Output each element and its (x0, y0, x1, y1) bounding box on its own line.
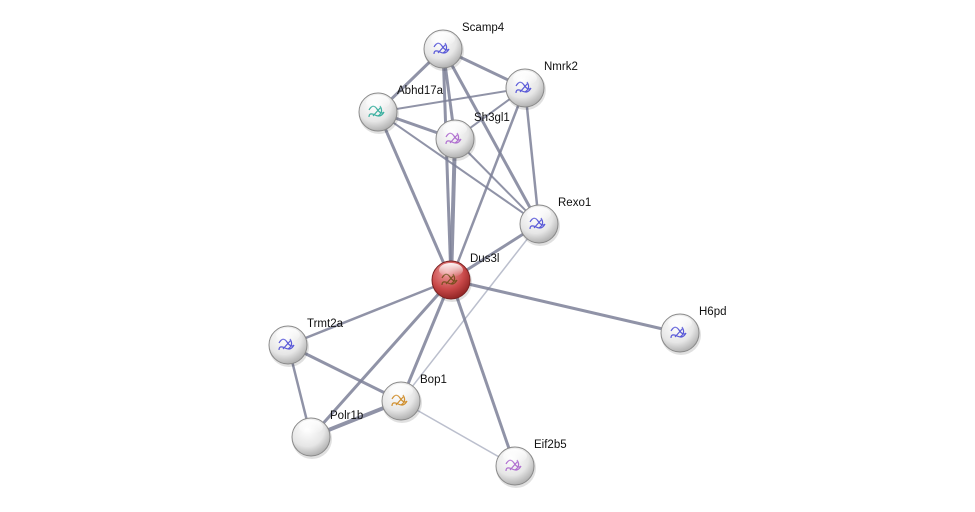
node-nmrk2[interactable]: Nmrk2 (505, 61, 578, 110)
node-highlight (668, 316, 692, 330)
edge-dus3l-h6pd[interactable] (450, 278, 681, 335)
node-highlight (431, 32, 455, 46)
node-highlight (527, 207, 551, 221)
node-label: Abhd17a (397, 85, 444, 97)
node-label: Nmrk2 (544, 61, 578, 73)
node-label: Eif2b5 (534, 439, 567, 451)
edge-sh3gl1-rexo1[interactable] (454, 138, 540, 225)
edge-scamp4-rexo1[interactable] (441, 48, 541, 225)
node-highlight (443, 122, 467, 136)
edge-dus3l-trmt2a[interactable] (287, 278, 452, 347)
edge-dus3l-bop1[interactable] (399, 279, 453, 402)
node-label: Dus3l (470, 253, 499, 265)
edge-scamp4-dus3l[interactable] (441, 48, 453, 281)
node-highlight (276, 328, 300, 342)
node-polr1b[interactable]: Polr1b (291, 410, 363, 459)
node-label: H6pd (699, 306, 727, 318)
edge-bop1-eif2b5[interactable] (400, 400, 516, 467)
edge-abhd17a-rexo1[interactable] (377, 111, 540, 225)
edge-rexo1-bop1[interactable] (400, 223, 540, 402)
edge-dus3l-polr1b[interactable] (309, 279, 453, 438)
edge-nmrk2-rexo1[interactable] (523, 87, 541, 225)
node-scamp4[interactable]: Scamp4 (423, 22, 505, 71)
node-label: Trmt2a (307, 318, 344, 330)
node-highlight (299, 420, 323, 434)
node-label: Scamp4 (462, 22, 505, 34)
node-label: Sh3gl1 (474, 112, 510, 124)
node-eif2b5[interactable]: Eif2b5 (495, 439, 567, 488)
edge-dus3l-eif2b5[interactable] (449, 279, 517, 467)
node-highlight (366, 95, 390, 109)
edge-trmt2a-bop1[interactable] (287, 343, 402, 403)
node-bop1[interactable]: Bop1 (381, 374, 447, 423)
node-h6pd[interactable]: H6pd (660, 306, 727, 355)
edge-abhd17a-dus3l[interactable] (376, 111, 453, 281)
node-highlight (503, 449, 527, 463)
node-label: Rexo1 (558, 197, 591, 209)
node-trmt2a[interactable]: Trmt2a (268, 318, 344, 367)
node-highlight (513, 71, 537, 85)
node-highlight (439, 263, 463, 277)
node-label: Polr1b (330, 410, 363, 422)
node-abhd17a[interactable]: Abhd17a (358, 85, 444, 134)
node-label: Bop1 (420, 374, 447, 386)
edge-nmrk2-abhd17a[interactable] (377, 87, 526, 113)
edge-nmrk2-dus3l[interactable] (449, 87, 527, 281)
node-dus3l[interactable]: Dus3l (431, 253, 499, 302)
node-sh3gl1[interactable]: Sh3gl1 (435, 112, 510, 161)
node-rexo1[interactable]: Rexo1 (519, 197, 591, 246)
node-highlight (389, 384, 413, 398)
edge-sh3gl1-dus3l[interactable] (449, 138, 457, 281)
